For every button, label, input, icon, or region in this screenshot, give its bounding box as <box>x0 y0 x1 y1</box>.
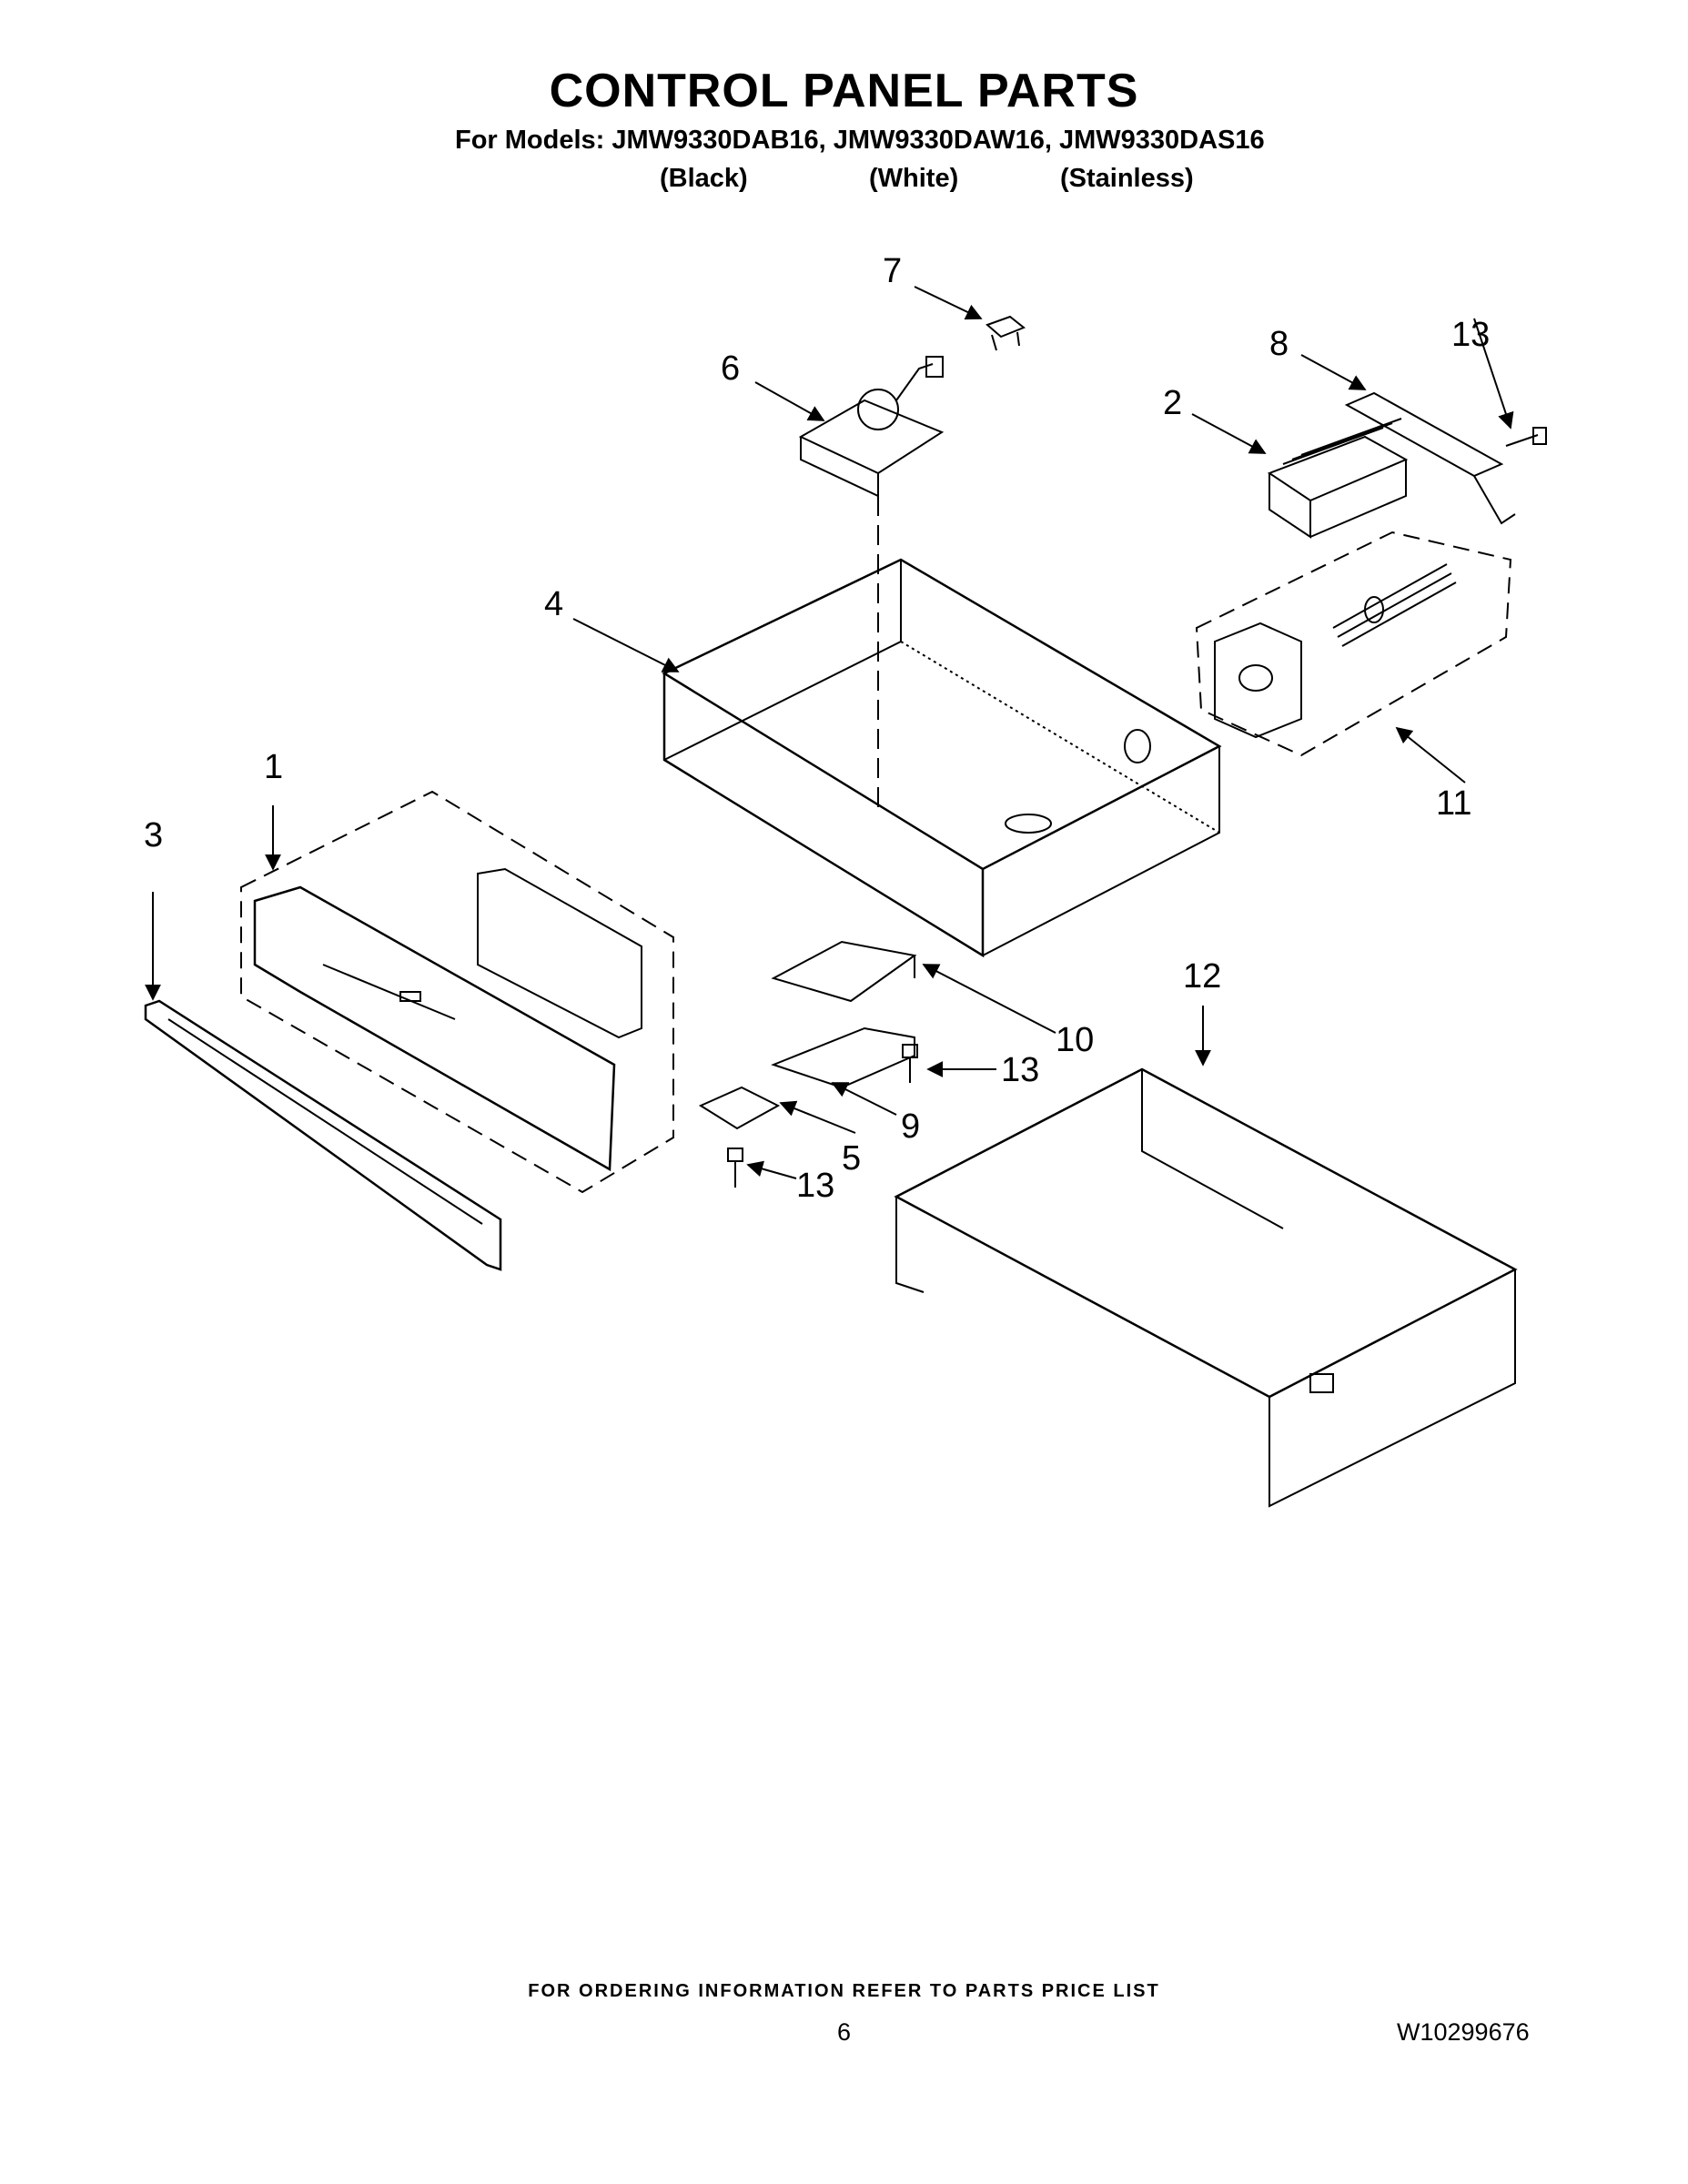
color-black: (Black) <box>660 164 748 193</box>
callout-13-low: 13 <box>796 1167 834 1205</box>
document-number: W10299676 <box>1397 2018 1530 2046</box>
part-7-switch <box>986 315 1026 351</box>
part-5-plate <box>698 1086 781 1130</box>
page-title: CONTROL PANEL PARTS <box>549 65 1139 117</box>
callout-13-top: 13 <box>1451 316 1490 354</box>
leader-7 <box>914 286 983 320</box>
callout-7: 7 <box>883 252 902 290</box>
part-12-wrapper <box>894 1067 1518 1508</box>
part-11-kit <box>1195 531 1512 757</box>
part-6-bracket-assembly <box>798 356 945 498</box>
part-13-screw-mid <box>902 1044 918 1083</box>
callout-6: 6 <box>721 349 740 388</box>
part-8-bracket <box>1344 391 1516 525</box>
part-9-bracket <box>771 1026 915 1089</box>
callout-4: 4 <box>544 585 563 623</box>
leader-6 <box>754 381 825 421</box>
part-13-screw-low <box>727 1148 743 1188</box>
part-4-box <box>662 558 1222 958</box>
leader-13-top <box>1473 318 1514 430</box>
callout-1: 1 <box>264 748 283 786</box>
color-white: (White) <box>869 164 959 193</box>
callout-2: 2 <box>1163 384 1182 422</box>
leader-8 <box>1300 354 1367 390</box>
callout-9: 9 <box>901 1107 920 1146</box>
page-number: 6 <box>836 2018 852 2046</box>
leader-2 <box>1191 413 1267 454</box>
leader-9 <box>831 1082 897 1116</box>
models-line: For Models: JMW9330DAB16, JMW9330DAW16, … <box>455 126 1265 155</box>
callout-10: 10 <box>1056 1021 1094 1059</box>
leader-11 <box>1395 726 1466 784</box>
callout-12: 12 <box>1183 957 1221 996</box>
callout-13-mid: 13 <box>1001 1051 1039 1089</box>
callout-3: 3 <box>144 816 163 854</box>
part-13-screw-top <box>1505 427 1547 447</box>
color-stainless: (Stainless) <box>1060 164 1194 193</box>
ordering-note: FOR ORDERING INFORMATION REFER TO PARTS … <box>528 1981 1160 2001</box>
leader-13-low <box>746 1160 797 1179</box>
part-2-blower <box>1267 418 1409 539</box>
part-10-bracket <box>771 940 917 1003</box>
leader-5 <box>779 1100 856 1134</box>
part-3-trim <box>144 999 502 1271</box>
callout-8: 8 <box>1269 325 1289 363</box>
callout-5: 5 <box>842 1139 861 1178</box>
callout-11: 11 <box>1436 784 1471 823</box>
leader-4 <box>572 618 680 672</box>
part-1-control-panel-kit <box>240 790 674 1194</box>
leader-10 <box>922 964 1056 1034</box>
